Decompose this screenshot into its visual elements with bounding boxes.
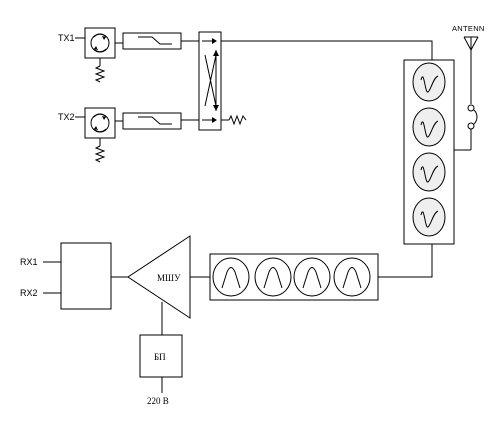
- cavity-resonator-icon: [212, 257, 250, 297]
- lowpass-filter-icon: [122, 112, 182, 130]
- cavity-resonator-icon: [333, 257, 371, 297]
- rx1-label: RX1: [20, 257, 38, 267]
- power-supply-block: [139, 334, 183, 378]
- circulator-icon: [84, 27, 116, 59]
- cavity-resonator-icon: [293, 257, 331, 297]
- lna-label: МШУ: [157, 273, 181, 283]
- arrow-icon: [212, 117, 217, 123]
- combiner-output-line: [221, 40, 433, 60]
- arrow-icon: [213, 50, 219, 56]
- tx2-label: TX2: [58, 112, 75, 122]
- cavity-resonator-icon: [412, 197, 446, 237]
- rx-feed-line: [378, 244, 433, 278]
- cavity-resonator-icon: [412, 107, 446, 147]
- antenna-icon: [454, 36, 479, 151]
- cavity-resonator-icon: [412, 62, 446, 102]
- resistor-icon: [221, 114, 247, 126]
- arrow-icon: [213, 105, 219, 111]
- antenna-label: ANTENN: [452, 24, 485, 33]
- circulator-icon: [84, 107, 116, 139]
- rx2-label: RX2: [20, 288, 38, 298]
- rx-splitter-block: [60, 242, 112, 310]
- arrow-icon: [212, 38, 217, 44]
- psu-label: БП: [154, 352, 166, 362]
- tx-cavity-filter-bank: [403, 59, 455, 245]
- lowpass-filter-icon: [122, 32, 182, 50]
- rx-cavity-filter-bank: [209, 253, 379, 301]
- combiner-block: [198, 31, 222, 131]
- resistor-icon: [94, 138, 106, 163]
- tx1-label: TX1: [58, 33, 75, 43]
- cavity-resonator-icon: [254, 257, 292, 297]
- resistor-icon: [94, 58, 106, 83]
- lna-amplifier: МШУ: [127, 235, 191, 319]
- mains-label: 220 В: [147, 396, 169, 406]
- cavity-resonator-icon: [412, 152, 446, 192]
